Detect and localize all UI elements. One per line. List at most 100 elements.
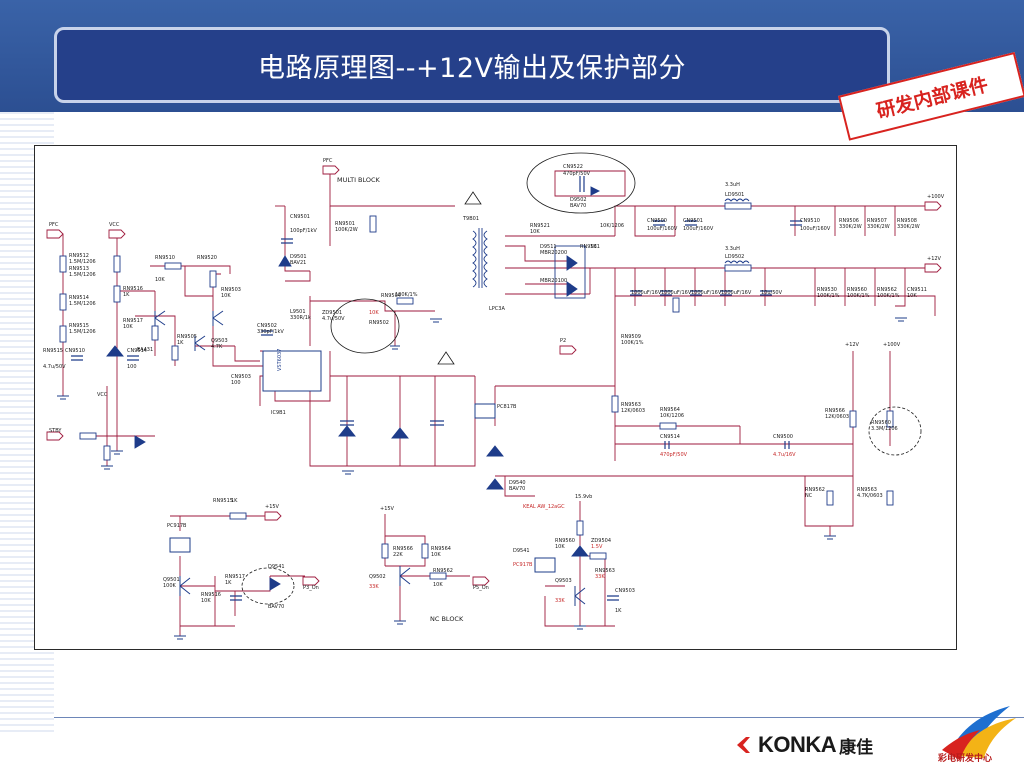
label-p2: P2 bbox=[560, 338, 566, 344]
component-label: D9541 bbox=[268, 564, 285, 570]
component-label: 10K bbox=[555, 544, 565, 550]
schematic-svg: MULTI BLOCK NC BLOCK PFC PFC VCC VCC STB… bbox=[43, 152, 945, 640]
component-label: BAV70 bbox=[268, 604, 284, 610]
component-label: 22K bbox=[393, 552, 403, 558]
capacitors bbox=[71, 176, 802, 601]
component-label: RN9560 bbox=[555, 538, 575, 544]
component-label: 1K bbox=[177, 340, 184, 346]
component-label: RN9504 bbox=[381, 293, 401, 299]
label-vcc: VCC bbox=[109, 222, 120, 228]
label-100v: +100V bbox=[883, 342, 901, 348]
component-label: 33K bbox=[369, 584, 379, 590]
component-label: 10K bbox=[433, 582, 443, 588]
component-label: RN9514 bbox=[69, 295, 89, 301]
component-label: D9541 bbox=[513, 548, 530, 554]
component-label: MBR20100 bbox=[540, 278, 567, 284]
component-label: RN9515 bbox=[213, 498, 233, 504]
component-label: 12K/0603 bbox=[825, 414, 849, 420]
component-label: 10K bbox=[201, 598, 211, 604]
component-label: BAV70 bbox=[509, 486, 525, 492]
component-label: 470pF/50V bbox=[563, 171, 591, 177]
warning-icon bbox=[464, 191, 482, 205]
component-label: 1.5M/1206 bbox=[69, 272, 96, 278]
schematic-diagram: MULTI BLOCK NC BLOCK PFC PFC VCC VCC STB… bbox=[34, 145, 957, 650]
component-label: RN9517 bbox=[123, 318, 143, 324]
component-label: D9511 bbox=[540, 244, 557, 250]
component-label: 33K bbox=[555, 598, 565, 604]
component-label: Q9503 bbox=[211, 338, 228, 344]
component-label: 1K bbox=[231, 498, 238, 504]
component-label: 10K bbox=[431, 552, 441, 558]
schematic-labels: MULTI BLOCK NC BLOCK PFC PFC VCC VCC STB… bbox=[43, 158, 945, 623]
component-label: L9501 bbox=[290, 309, 306, 315]
rd-center-emblem bbox=[942, 706, 1016, 760]
component-label: ZD9504 bbox=[591, 538, 611, 544]
component-label: EA431 bbox=[137, 347, 153, 353]
component-label: D9502 bbox=[570, 197, 587, 203]
component-label: CN9500 bbox=[773, 434, 793, 440]
component-label: CN9501 bbox=[290, 214, 310, 220]
brand-name-cn: 康佳 bbox=[839, 737, 874, 757]
transformer bbox=[472, 198, 750, 299]
component-label: ZD9501 bbox=[322, 310, 342, 316]
label-12v: +12V bbox=[845, 342, 860, 348]
component-label: LD9501 bbox=[725, 192, 744, 198]
component-label: 3.3uH bbox=[725, 246, 740, 252]
label-15v: +15V bbox=[380, 506, 395, 512]
label-15v: 15.9vb bbox=[575, 494, 592, 500]
component-label: 100K/1% bbox=[395, 292, 418, 298]
component-label: 10K/1206 bbox=[600, 223, 624, 229]
component-label: 1.5M/1206 bbox=[69, 259, 96, 265]
label-p3-on: P3_On bbox=[303, 585, 319, 591]
component-label: 470pF/50V bbox=[660, 452, 688, 458]
nc-block-label: NC BLOCK bbox=[430, 615, 464, 623]
component-label: CN9511 bbox=[907, 287, 927, 293]
konka-mark-icon bbox=[737, 737, 750, 753]
component-label: NC bbox=[805, 493, 813, 499]
component-label: RN9562 bbox=[805, 487, 825, 493]
component-label: CN9502 bbox=[257, 323, 277, 329]
component-label: 1K bbox=[225, 580, 232, 586]
component-label: Q9503 bbox=[555, 578, 572, 584]
component-label: RN9564 bbox=[431, 546, 451, 552]
footer-divider bbox=[54, 717, 1024, 718]
ic-ref: IC9B1 bbox=[271, 410, 286, 416]
component-label: RN9503 bbox=[221, 287, 241, 293]
component-label: BAV70 bbox=[570, 203, 586, 209]
component-label: 4.7K bbox=[211, 344, 223, 350]
component-label: 1000uF/16V bbox=[661, 290, 692, 296]
component-label: RN9502 bbox=[369, 320, 389, 326]
component-label: 330K/2W bbox=[897, 224, 920, 230]
component-label: 100K bbox=[163, 583, 177, 589]
component-label: Q9501 bbox=[163, 577, 180, 583]
component-label: 1K bbox=[590, 244, 597, 250]
component-label: RN9506 bbox=[839, 218, 859, 224]
diodes bbox=[106, 186, 601, 591]
label-pfc: PFC bbox=[49, 222, 59, 228]
component-label: 4.7u/50V bbox=[43, 364, 66, 370]
component-label: LD9502 bbox=[725, 254, 744, 260]
component-label: 3.3uH bbox=[725, 182, 740, 188]
component-label: RN9563 bbox=[595, 568, 615, 574]
component-label: BAV21 bbox=[290, 260, 306, 266]
output-100v: +100V bbox=[927, 194, 945, 200]
component-label: CN9514 bbox=[127, 348, 147, 354]
component-label: CN9514 bbox=[660, 434, 680, 440]
wires bbox=[55, 170, 936, 636]
component-label: RN9564 bbox=[660, 407, 680, 413]
component-label: RN9560 bbox=[847, 287, 867, 293]
label-stby: STBY bbox=[49, 428, 62, 434]
warning-icon bbox=[437, 351, 455, 365]
component-label: D9501 bbox=[290, 254, 307, 260]
component-label: 10K bbox=[155, 277, 165, 283]
konka-logo: KONKA 康佳 bbox=[735, 732, 874, 757]
component-label: 4.7u/16V bbox=[773, 452, 796, 458]
component-label: RN9509 bbox=[621, 334, 641, 340]
component-label: 10K bbox=[123, 324, 133, 330]
component-label: 10K bbox=[221, 293, 231, 299]
component-label: RN9516 bbox=[123, 286, 143, 292]
label-nc-fault: KEAL AW_12aGC bbox=[523, 504, 565, 510]
component-label: MBR20200 bbox=[540, 250, 567, 256]
component-label: Q9502 bbox=[369, 574, 386, 580]
component-label: RN9515 bbox=[43, 348, 63, 354]
